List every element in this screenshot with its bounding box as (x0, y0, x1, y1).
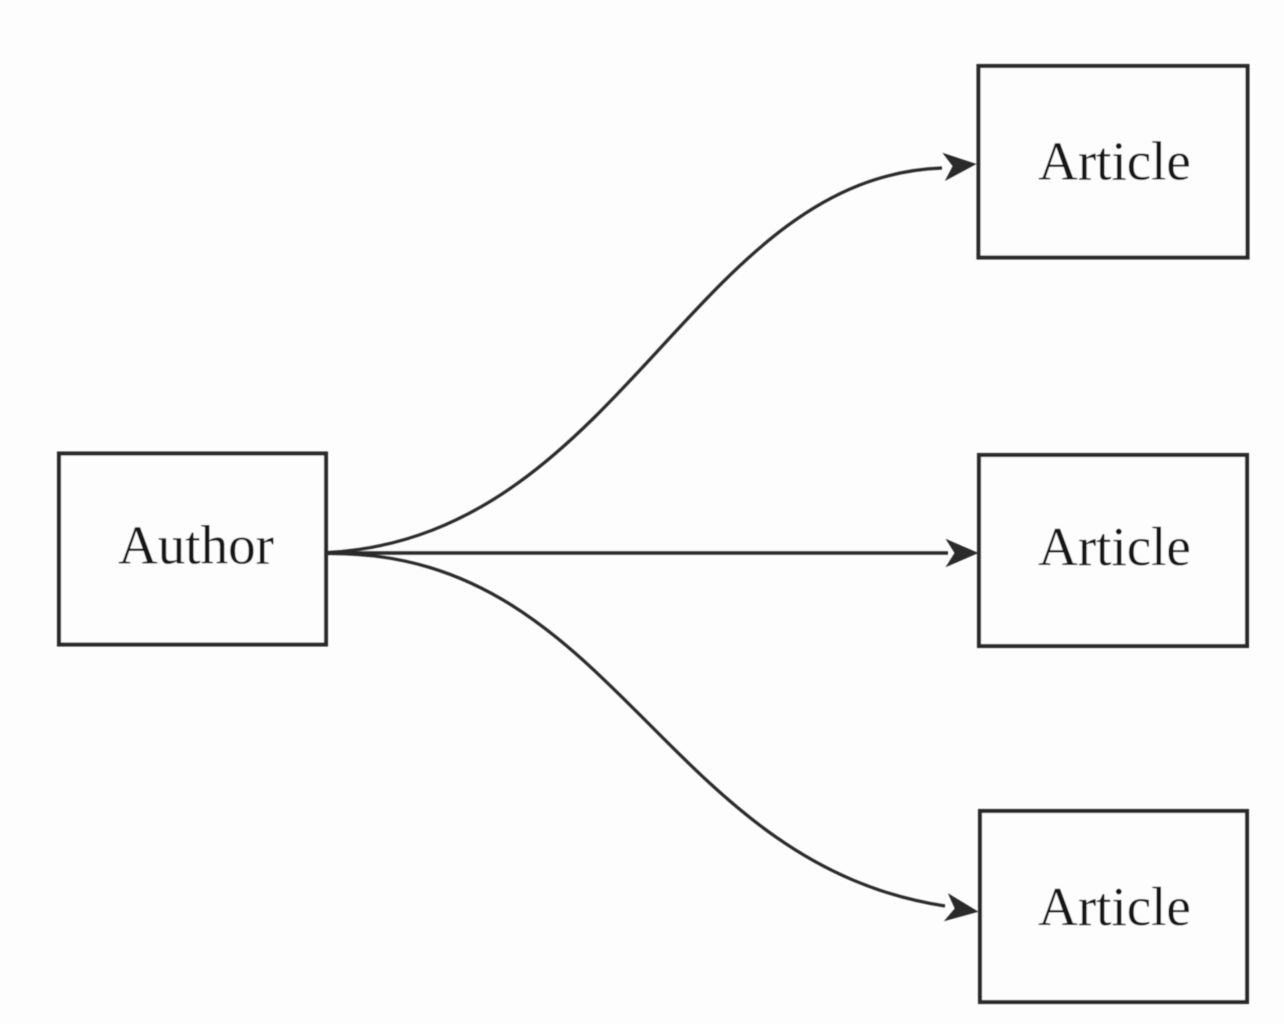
svg-text:Article: Article (1038, 876, 1191, 937)
svg-text:Article: Article (1038, 130, 1191, 191)
svg-text:Author: Author (118, 515, 274, 576)
svg-text:Article: Article (1038, 516, 1191, 577)
